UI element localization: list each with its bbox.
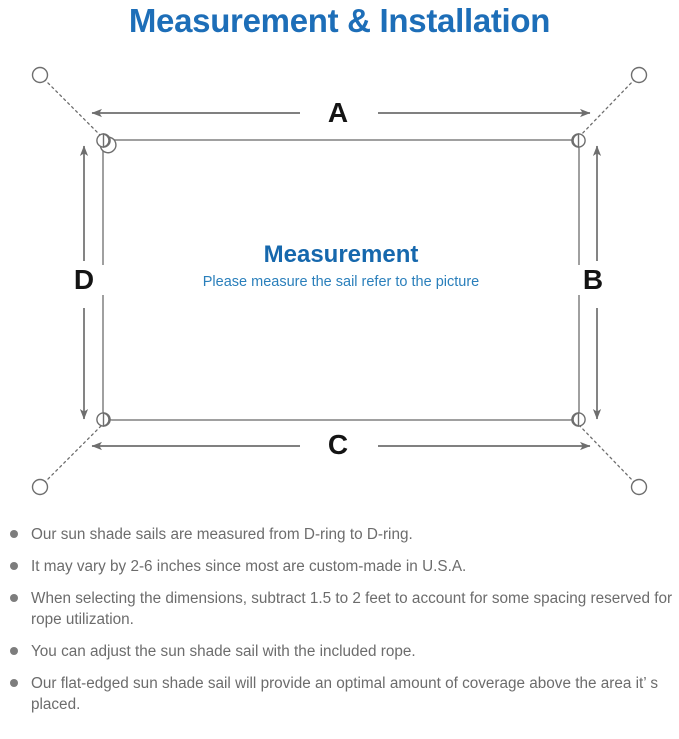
top-left-anchor-ring — [31, 66, 49, 84]
list-item: When selecting the dimensions, subtract … — [0, 588, 679, 630]
list-item-text: When selecting the dimensions, subtract … — [31, 590, 673, 628]
dimension-label-c: C — [308, 430, 368, 460]
list-item-text: Our flat-edged sun shade sail will provi… — [31, 675, 658, 713]
bottom-right-anchor-ring — [630, 478, 648, 496]
dimension-label-b: B — [573, 265, 613, 295]
rope-top-left — [43, 78, 105, 140]
sun-shade-sail-measurement-diagram — [0, 46, 679, 516]
d-ring-shade-br — [572, 412, 580, 427]
anchor-rings — [31, 66, 648, 496]
list-item-text: It may vary by 2-6 inches since most are… — [31, 558, 467, 575]
list-item-text: You can adjust the sun shade sail with t… — [31, 643, 416, 660]
rope-lines — [43, 78, 636, 484]
list-item-text: Our sun shade sails are measured from D-… — [31, 526, 413, 543]
notes-list: Our sun shade sails are measured from D-… — [0, 524, 679, 726]
list-item: Our sun shade sails are measured from D-… — [0, 524, 679, 545]
d-ring-shade-bl — [102, 412, 110, 427]
list-item: It may vary by 2-6 inches since most are… — [0, 556, 679, 577]
d-ring-shade-tl — [102, 133, 110, 148]
top-right-anchor-ring — [630, 66, 648, 84]
rope-bottom-right — [576, 422, 636, 484]
bullet-dot-icon — [10, 562, 18, 570]
page-title: Measurement & Installation — [128, 2, 551, 39]
rope-bottom-left — [43, 422, 105, 484]
d-ring-fills — [102, 133, 580, 427]
bottom-left-anchor-ring — [31, 478, 49, 496]
rope-top-right — [576, 78, 636, 140]
bullet-dot-icon — [10, 594, 18, 602]
bullet-dot-icon — [10, 647, 18, 655]
list-item: Our flat-edged sun shade sail will provi… — [0, 673, 679, 715]
bullet-dot-icon — [10, 530, 18, 538]
list-item: You can adjust the sun shade sail with t… — [0, 641, 679, 662]
dimension-label-a: A — [308, 98, 368, 128]
d-ring-shade-tr — [572, 133, 580, 148]
bullet-dot-icon — [10, 679, 18, 687]
dimension-label-d: D — [64, 265, 104, 295]
dimension-arrows — [79, 108, 602, 451]
sail-body — [102, 139, 580, 421]
